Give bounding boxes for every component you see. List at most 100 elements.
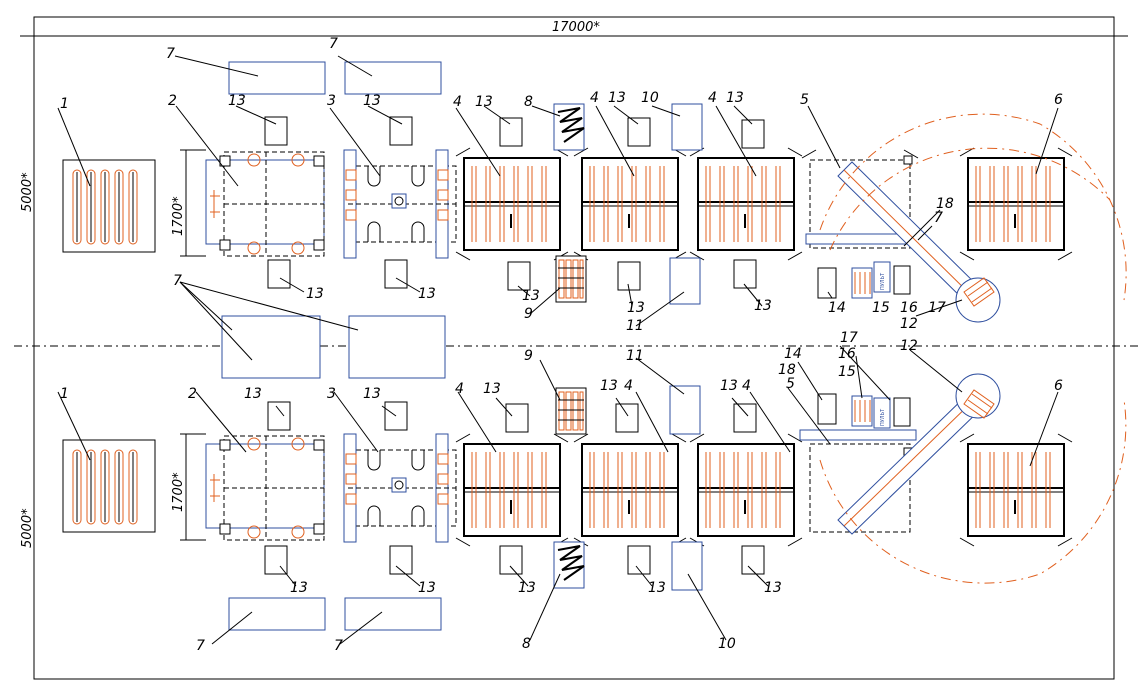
callout-13: 13	[720, 378, 738, 394]
callout-4: 4	[590, 90, 599, 106]
callout-13: 13	[518, 580, 536, 596]
item-1-tray-lower	[62, 439, 156, 533]
item-6-grate-lower	[959, 433, 1073, 547]
callout-4: 4	[742, 378, 751, 394]
callout-13: 13	[475, 94, 493, 110]
callout-13: 13	[228, 93, 246, 109]
callout-18: 18	[778, 362, 796, 378]
callout-13: 13	[418, 580, 436, 596]
callout-10: 10	[641, 90, 659, 106]
callout-10: 10	[718, 636, 736, 652]
item-11-box-lower	[669, 385, 701, 435]
dimension-upper-label: 5000*	[20, 172, 35, 212]
item-17-box	[893, 265, 911, 295]
leader-lines	[57, 55, 1059, 645]
callout-18: 18	[936, 196, 954, 212]
callout-4: 4	[453, 94, 462, 110]
item-8-spiral-lower	[553, 541, 585, 589]
callout-9: 9	[524, 306, 533, 322]
callout-4: 4	[708, 90, 717, 106]
svg-text:1700*: 1700*	[171, 472, 186, 512]
callout-13: 13	[648, 580, 666, 596]
callout-3: 3	[327, 93, 336, 109]
callout-8: 8	[522, 636, 531, 652]
item-4-grate-lower-2	[573, 433, 687, 547]
callout-16: 16	[900, 300, 918, 316]
callout-17: 17	[928, 300, 946, 316]
callout-14: 14	[784, 346, 802, 362]
callout-7: 7	[173, 273, 182, 289]
callout-15: 15	[872, 300, 890, 316]
item-1-tray	[62, 159, 156, 253]
callout-numbers: 1 2 7 7 13 3 13 4 13 8 4 13 10 4 13 5 6 …	[60, 36, 1063, 654]
callout-9: 9	[524, 348, 533, 364]
item-16-panel-lower: ПУЛЬТ	[873, 397, 891, 429]
callout-7: 7	[329, 36, 338, 52]
callout-13: 13	[522, 288, 540, 304]
item-10-box-upper	[671, 103, 703, 151]
dimension-1700-upper: 1700*	[171, 149, 206, 257]
callout-13: 13	[483, 381, 501, 397]
item-4-grate-1	[455, 147, 569, 261]
item-14-box-lower	[817, 393, 837, 425]
svg-text:1700*: 1700*	[171, 196, 186, 236]
callout-6: 6	[1054, 92, 1063, 108]
item-4-grate-2	[573, 147, 687, 261]
item-9-rack-upper	[555, 255, 587, 303]
callout-13: 13	[290, 580, 308, 596]
callout-7: 7	[334, 638, 343, 654]
dimension-left: 5000* 5000*	[20, 17, 35, 679]
callout-15: 15	[838, 364, 856, 380]
callout-13: 13	[600, 378, 618, 394]
item-3-roller	[343, 149, 457, 259]
item-4-grate-lower-3	[689, 433, 803, 547]
svg-text:ПУЛЬТ: ПУЛЬТ	[880, 272, 886, 290]
svg-text:ПУЛЬТ: ПУЛЬТ	[880, 408, 886, 426]
callout-13: 13	[608, 90, 626, 106]
callout-1: 1	[60, 96, 69, 112]
callout-13: 13	[306, 286, 324, 302]
callout-13: 13	[363, 386, 381, 402]
dimension-overall-label: 17000*	[552, 20, 600, 35]
item-8-spiral-upper	[553, 103, 585, 151]
item-9-rack-lower	[555, 387, 587, 435]
callout-13: 13	[754, 298, 772, 314]
callout-4: 4	[624, 378, 633, 394]
callout-5: 5	[800, 92, 809, 108]
item-5-frame-lower	[809, 443, 911, 533]
callout-1: 1	[60, 386, 69, 402]
item-7-boxes-upper	[221, 61, 446, 379]
callout-3: 3	[327, 386, 336, 402]
callout-13: 13	[764, 580, 782, 596]
item-11-box-upper	[669, 257, 701, 305]
upper-line: 1700* ПУЛ	[62, 61, 1127, 379]
callout-11: 11	[626, 318, 644, 334]
item-10-box-lower	[671, 541, 703, 591]
callout-2: 2	[168, 93, 177, 109]
callout-8: 8	[524, 94, 533, 110]
item-15-device	[851, 267, 873, 299]
callout-13: 13	[363, 93, 381, 109]
item-7-boxes-lower	[228, 597, 442, 631]
callout-13: 13	[627, 300, 645, 316]
item-5-frame	[809, 159, 911, 249]
callout-12: 12	[900, 316, 918, 332]
callout-4: 4	[455, 381, 464, 397]
item-2-press-lower	[205, 435, 325, 541]
item-4-grate-lower-1	[455, 433, 569, 547]
item-16-panel: ПУЛЬТ	[873, 261, 891, 293]
callout-16: 16	[838, 346, 856, 362]
item-17-box-lower	[893, 397, 911, 427]
callout-13: 13	[244, 386, 262, 402]
callout-13: 13	[726, 90, 744, 106]
callout-12: 12	[900, 338, 918, 354]
callout-7: 7	[196, 638, 205, 654]
item-13-boxes-upper	[264, 116, 765, 291]
item-3-roller-lower	[343, 433, 457, 543]
callout-7: 7	[934, 210, 943, 226]
callout-13: 13	[418, 286, 436, 302]
dimension-lower-label: 5000*	[20, 508, 35, 548]
callout-6: 6	[1054, 378, 1063, 394]
dimension-overall: 17000*	[20, 20, 1128, 37]
